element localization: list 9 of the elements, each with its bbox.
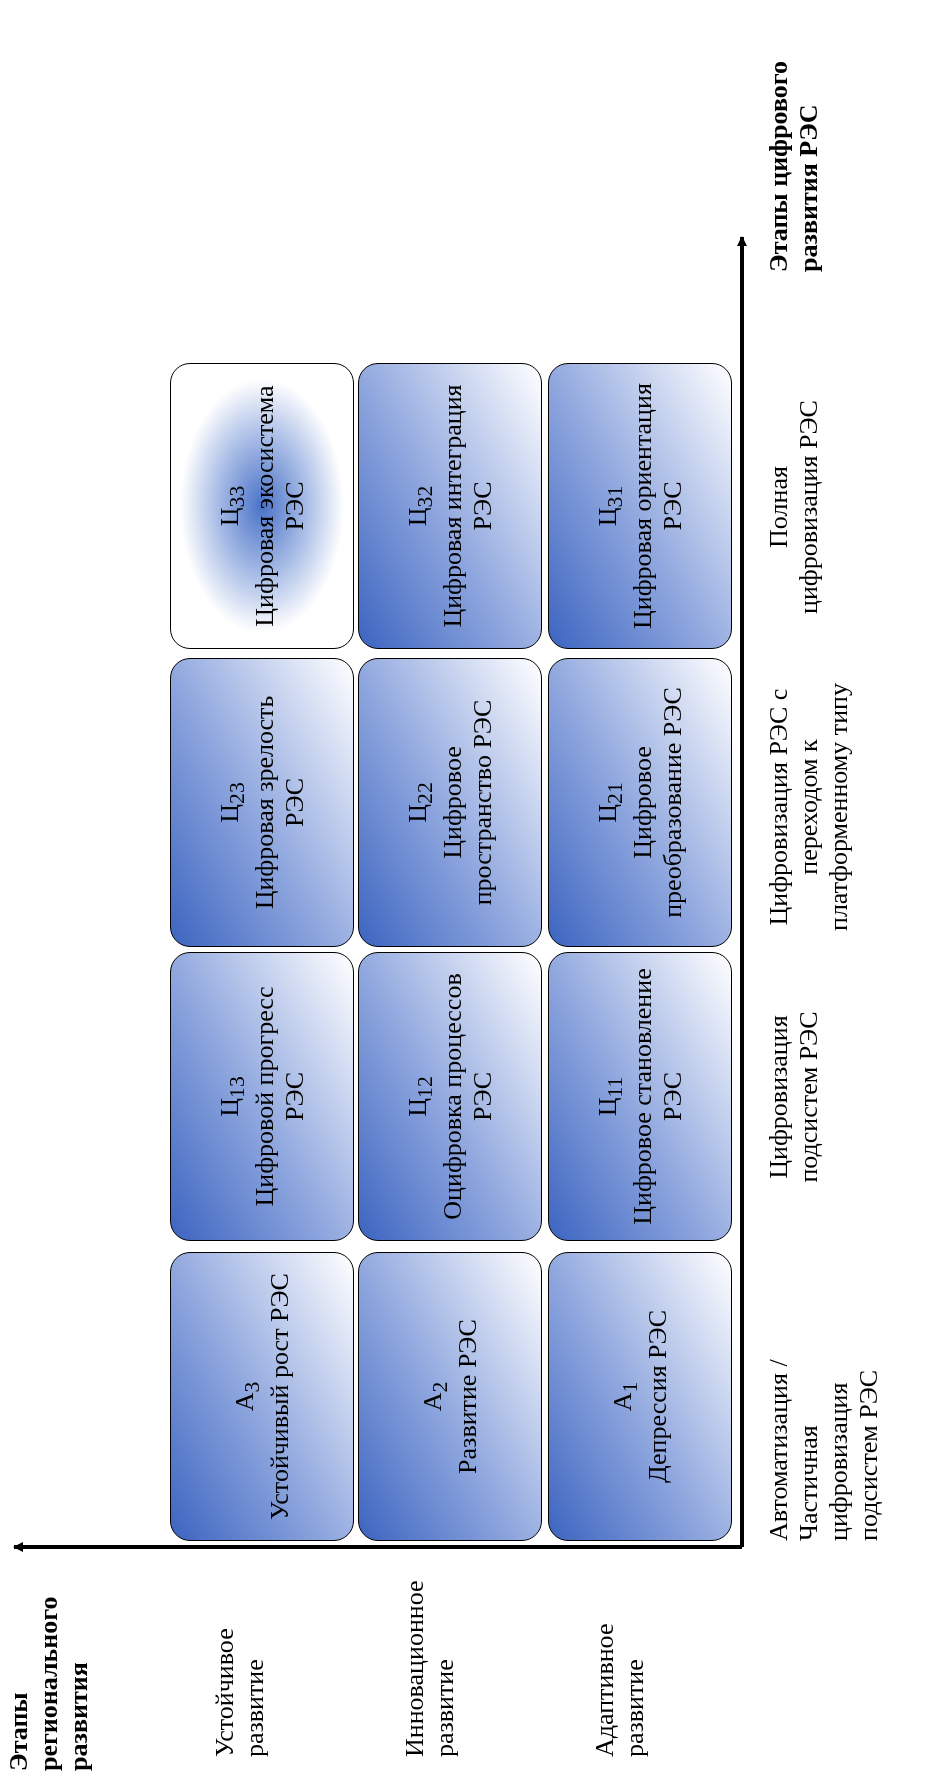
stage-label: Устойчивое развитие xyxy=(210,1627,270,1757)
axis-title: Этапы цифрового развития РЭС xyxy=(764,60,824,272)
stage-label: Полная цифровизация РЭС xyxy=(764,399,824,616)
stage-label: Цифровизация РЭС с переходом к платформенному типу xyxy=(764,682,854,934)
axis-title: Этапы регионального развития xyxy=(4,1595,94,1771)
stage-label: Инновационное развитие xyxy=(400,1579,460,1757)
stage-label: Адаптивное развитие xyxy=(590,1622,650,1757)
stage-label: Цифровизация подсистем РЭС xyxy=(764,1010,824,1185)
stage-label: Автоматизация / Частичная цифровизация подсистем РЭС xyxy=(764,1358,884,1541)
